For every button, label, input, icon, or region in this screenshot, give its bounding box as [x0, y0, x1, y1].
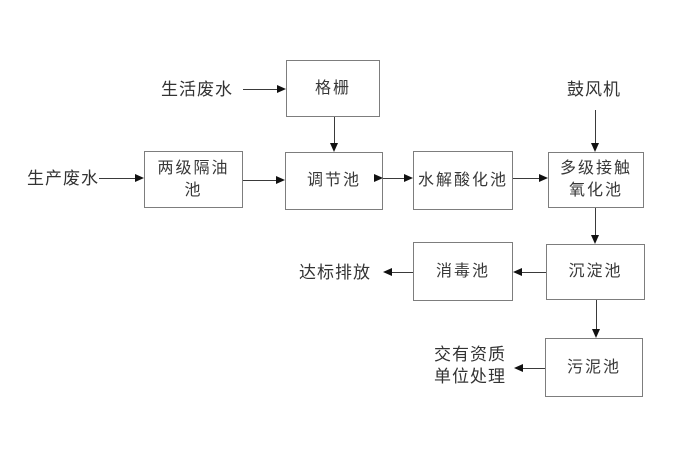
label-production-wastewater: 生产废水: [27, 169, 99, 188]
arrow-production-to-oil-separation-head: [135, 174, 144, 182]
label-qualified-unit-disposal: 交有资质 单位处理: [434, 344, 514, 388]
arrow-sedimentation-to-sludge-line: [596, 300, 597, 330]
arrow-sedimentation-to-disinfection-head: [513, 268, 522, 276]
arrow-blower-to-contact-oxidation-head: [591, 143, 599, 152]
arrow-regulating-to-hydrolysis-head: [404, 174, 413, 182]
arrow-grating-to-regulating-head: [330, 143, 338, 152]
label-qualified-unit-line2: 单位处理: [434, 367, 506, 386]
arrow-domestic-to-grating-line: [243, 89, 279, 90]
arrow-contact-oxidation-to-sedimentation-head: [591, 235, 599, 244]
label-blower: 鼓风机: [567, 80, 621, 99]
node-regulating-tank-label: 调节池: [306, 172, 361, 189]
arrow-regulating-to-hydrolysis-line: [383, 178, 406, 179]
arrow-sedimentation-to-disinfection-line: [522, 272, 546, 273]
arrow-sedimentation-to-sludge-head: [592, 329, 600, 338]
node-oil-separation: 两级隔油池: [144, 151, 243, 208]
node-hydrolysis-acidification: 水解酸化池: [413, 151, 513, 210]
arrow-grating-to-regulating-line: [334, 117, 335, 144]
node-sedimentation-tank: 沉淀池: [546, 244, 645, 300]
arrow-sludge-to-qualified-line: [523, 368, 545, 369]
node-regulating-tank: 调节池: [285, 152, 383, 210]
arrow-blower-to-contact-oxidation-line: [595, 110, 596, 144]
node-grating-label: 格栅: [314, 79, 351, 97]
node-oil-separation-label: 两级隔油池: [157, 159, 230, 199]
arrow-hydrolysis-to-contact-oxidation-head: [539, 174, 548, 182]
node-hydrolysis-acidification-label: 水解酸化池: [417, 171, 508, 189]
arrow-oil-separation-to-regulating-line: [243, 180, 278, 181]
arrow-disinfection-to-discharge-head: [383, 268, 392, 276]
node-grating: 格栅: [286, 60, 380, 117]
node-disinfection-tank: 消毒池: [413, 242, 513, 301]
label-domestic-wastewater: 生活废水: [161, 80, 233, 99]
node-disinfection-tank-label: 消毒池: [435, 262, 490, 280]
node-sedimentation-tank-label: 沉淀池: [568, 263, 623, 280]
arrow-contact-oxidation-to-sedimentation-line: [595, 208, 596, 236]
label-qualified-unit-line1: 交有资质: [434, 345, 506, 364]
node-contact-oxidation-label: 多级接触氧化池: [559, 160, 632, 199]
node-contact-oxidation: 多级接触氧化池: [548, 152, 644, 208]
arrow-sludge-to-qualified-head: [514, 364, 523, 372]
arrow-production-to-oil-separation-line: [99, 178, 137, 179]
arrow-disinfection-to-discharge-line: [392, 272, 413, 273]
arrow-oil-separation-to-regulating-head: [276, 176, 285, 184]
node-sludge-tank: 污泥池: [545, 338, 643, 397]
arrow-regulating-exit-head: [374, 174, 383, 182]
node-sludge-tank-label: 污泥池: [566, 358, 621, 376]
arrow-domestic-to-grating-head: [277, 85, 286, 93]
label-standard-discharge: 达标排放: [299, 263, 371, 282]
arrow-hydrolysis-to-contact-oxidation-line: [513, 178, 540, 179]
